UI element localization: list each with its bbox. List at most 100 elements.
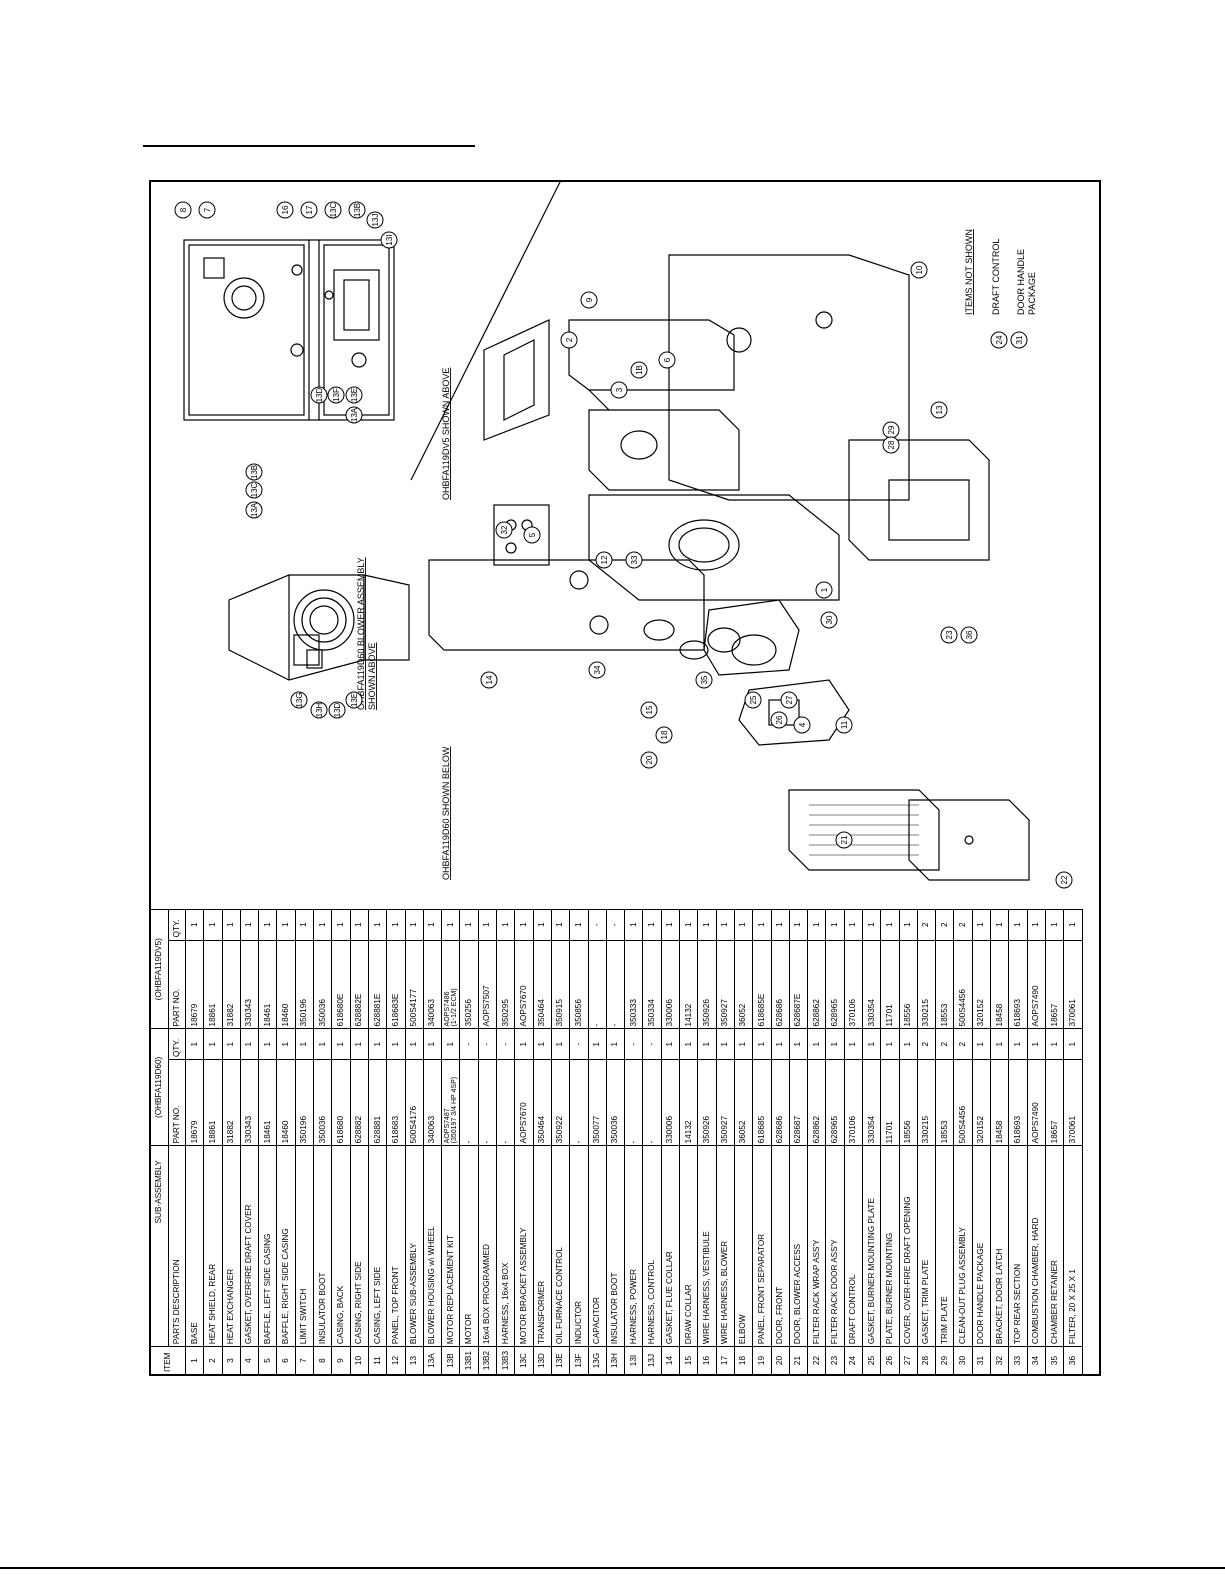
callout-label: 7 bbox=[203, 207, 212, 212]
label-d60-shown-below: OHBFA119D60 SHOWN BELOW bbox=[441, 746, 451, 880]
main-exploded-drawing bbox=[428, 254, 1030, 881]
callout-label: 11 bbox=[840, 720, 849, 729]
callout-36: 36 bbox=[960, 626, 978, 644]
callout-dv5-13c: 13C bbox=[324, 201, 342, 219]
callout-1b: 1B bbox=[630, 361, 648, 379]
callout-dv5-13e: 13E bbox=[345, 386, 363, 404]
callout-23: 23 bbox=[940, 626, 958, 644]
callout-15: 15 bbox=[640, 701, 658, 719]
label-blower-assembly: OHBFA119D60 BLOWER ASSEMBLY bbox=[356, 557, 366, 710]
callout-label: 26 bbox=[775, 715, 784, 724]
callout-label: 3 bbox=[615, 387, 624, 392]
not-shown-draft-control: DRAFT CONTROL bbox=[991, 239, 1001, 315]
callout-label: 13D bbox=[333, 702, 342, 717]
callout-blower-13a: 13A bbox=[245, 501, 263, 519]
callout-label: 34 bbox=[593, 665, 602, 674]
callout-label: 16 bbox=[281, 205, 290, 214]
callout-label: 13I bbox=[385, 234, 394, 245]
callout-dv5-17: 17 bbox=[300, 201, 318, 219]
callout-6: 6 bbox=[658, 351, 676, 369]
callout-32: 32 bbox=[495, 521, 513, 539]
callout-12: 12 bbox=[595, 551, 613, 569]
callout-label: 30 bbox=[825, 615, 834, 624]
callout-not-shown-24: 24 bbox=[990, 331, 1008, 349]
items-not-shown-title: ITEMS NOT SHOWN bbox=[964, 229, 974, 315]
callout-label: 4 bbox=[798, 722, 807, 727]
callout-label: 23 bbox=[945, 630, 954, 639]
callout-label: 13A bbox=[350, 407, 359, 422]
callout-dv5-13d: 13D bbox=[310, 386, 328, 404]
callout-dv5-7: 7 bbox=[198, 201, 216, 219]
callout-label: 28 bbox=[887, 440, 896, 449]
callout-11: 11 bbox=[835, 716, 853, 734]
callout-label: 21 bbox=[840, 835, 849, 844]
separator-line-1 bbox=[410, 180, 562, 481]
callout-26: 26 bbox=[770, 711, 788, 729]
callout-label: 36 bbox=[965, 630, 974, 639]
callout-label: 13B bbox=[250, 465, 259, 479]
callout-label: 35 bbox=[700, 675, 709, 684]
callout-label: 12 bbox=[600, 555, 609, 564]
callout-29: 29 bbox=[882, 421, 900, 439]
callout-label: 20 bbox=[645, 755, 654, 764]
callout-blower-13h: 13H bbox=[310, 701, 328, 719]
callout-label: 13G bbox=[295, 692, 304, 707]
drawing-frame bbox=[149, 180, 1101, 1376]
callout-label: 1 bbox=[820, 587, 829, 592]
callout-13: 13 bbox=[930, 401, 948, 419]
label-shown-above: SHOWN ABOVE bbox=[367, 642, 377, 710]
callout-35: 35 bbox=[695, 671, 713, 689]
callout-9: 9 bbox=[580, 291, 598, 309]
callout-10: 10 bbox=[910, 261, 928, 279]
callout-dv5-13a: 13A bbox=[345, 406, 363, 424]
callout-label: 13D bbox=[315, 387, 324, 402]
bottom-rule bbox=[0, 1567, 1225, 1569]
callout-label: 5 bbox=[528, 532, 537, 537]
callout-blower-13g: 13G bbox=[290, 691, 308, 709]
exploded-diagram: OHBFA119DV5 SHOWN ABOVE OHBFA119D60 BLOW… bbox=[174, 180, 1073, 889]
callout-not-shown-31: 31 bbox=[1010, 331, 1028, 349]
callout-4: 4 bbox=[793, 716, 811, 734]
callout-blower-13c: 13C bbox=[245, 481, 263, 499]
callout-label: 22 bbox=[1060, 875, 1069, 884]
callout-label: 33 bbox=[630, 555, 639, 564]
callout-28: 28 bbox=[882, 436, 900, 454]
callout-label: 17 bbox=[305, 205, 314, 214]
callout-33: 33 bbox=[625, 551, 643, 569]
callout-label: 13H bbox=[315, 702, 324, 717]
callout-2: 2 bbox=[560, 331, 578, 349]
callout-dv5-13b: 13B bbox=[348, 201, 366, 219]
callout-25: 25 bbox=[744, 691, 762, 709]
callout-blower-13b: 13B bbox=[245, 463, 263, 481]
callout-dv5-8: 8 bbox=[174, 201, 192, 219]
callout-label: 13J bbox=[371, 214, 380, 227]
callout-label: 2 bbox=[565, 337, 574, 342]
callout-label: 13E bbox=[350, 693, 359, 707]
callout-3: 3 bbox=[610, 381, 628, 399]
blower-assembly-drawing bbox=[228, 574, 410, 681]
dv5-top-view-drawing bbox=[183, 239, 395, 421]
callout-30: 30 bbox=[820, 611, 838, 629]
callout-dv5-13f: 13F bbox=[327, 386, 345, 404]
callout-20: 20 bbox=[640, 751, 658, 769]
callout-label: 13A bbox=[250, 502, 259, 517]
callout-label: 29 bbox=[887, 425, 896, 434]
callout-label: 27 bbox=[785, 695, 794, 704]
callout-label: 14 bbox=[485, 675, 494, 684]
not-shown-package: PACKAGE bbox=[1027, 272, 1037, 315]
top-rule bbox=[143, 145, 475, 147]
callout-blower-13d: 13D bbox=[328, 701, 346, 719]
callout-21: 21 bbox=[835, 831, 853, 849]
callout-blower-13e: 13E bbox=[345, 691, 363, 709]
callout-label: 31 bbox=[1015, 335, 1024, 344]
callout-label: 6 bbox=[663, 357, 672, 362]
callout-dv5-16: 16 bbox=[276, 201, 294, 219]
callout-5: 5 bbox=[523, 526, 541, 544]
callout-label: 25 bbox=[749, 695, 758, 704]
label-dv5-shown-above: OHBFA119DV5 SHOWN ABOVE bbox=[441, 368, 451, 500]
callout-label: 15 bbox=[645, 705, 654, 714]
callout-dv5-13j: 13J bbox=[366, 211, 384, 229]
callout-label: 13 bbox=[935, 405, 944, 414]
not-shown-door-handle: DOOR HANDLE bbox=[1016, 249, 1026, 315]
callout-1: 1 bbox=[815, 581, 833, 599]
